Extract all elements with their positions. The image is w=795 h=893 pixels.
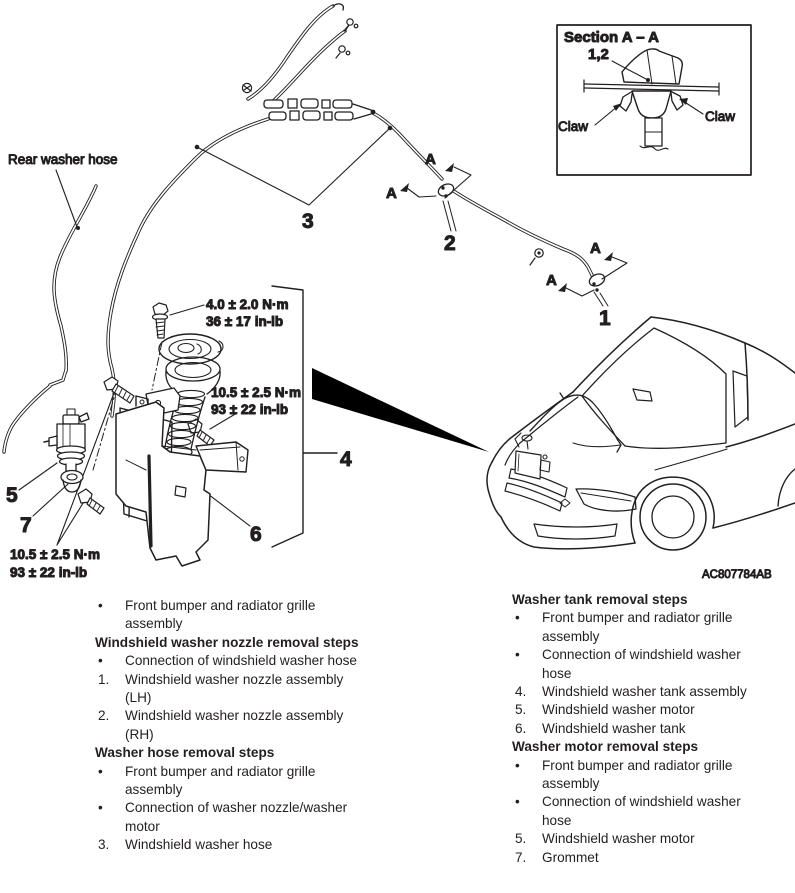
torque-spec-middle: 10.5 ± 2.5 N·m 93 ± 22 in-lb [211,385,302,418]
list-item: 3.Windshield washer hose [98,837,273,853]
list-item: •Connection of washer nozzle/washer moto… [98,800,348,834]
list-heading: Windshield washer nozzle removal steps [95,634,359,650]
list-heading: Washer motor removal steps [512,739,699,755]
list-item: •Front bumper and radiator grille assemb… [98,598,316,632]
grommet-drawing [60,469,84,493]
section-view-markers [400,163,628,297]
svg-text:93 ± 22 in-lb: 93 ± 22 in-lb [211,402,288,417]
tank-body [115,401,211,567]
nozzle-rh-drawing [437,183,457,232]
callout-3: 3 [302,210,314,233]
section-title: Section A – A [564,29,659,46]
callout-7: 7 [20,514,32,537]
list-item: •Front bumper and radiator grille assemb… [515,610,733,644]
hose-clip-icons [241,18,544,266]
callout-4: 4 [340,448,352,471]
list-item: 1.Windshield washer nozzle assembly (LH) [98,671,344,706]
tank-in-car [514,432,551,480]
list-heading: Washer tank removal steps [512,592,688,607]
list-item: 4.Windshield washer tank assembly [515,684,747,700]
nozzle-lh-drawing [588,273,609,307]
hose-junction [263,98,376,121]
svg-text:10.5 ± 2.5 N·m: 10.5 ± 2.5 N·m [10,547,100,562]
rear-washer-hose-label: Rear washer hose [8,152,118,167]
washer-tank-drawing [77,302,249,567]
svg-text:36 ± 17 in-lb: 36 ± 17 in-lb [206,314,283,329]
svg-text:93 ± 22 in-lb: 93 ± 22 in-lb [10,565,87,580]
bolt-icon [77,488,105,515]
tank-cap-icon [158,333,224,365]
list-item: 5.Windshield washer motor [515,702,695,718]
list-item: 2.Windshield washer nozzle assembly (RH) [98,708,344,742]
callout-5: 5 [6,484,18,507]
bolt-icon [151,302,169,339]
view-marker-a: A [546,272,557,289]
claw-left-label: Claw [558,119,588,134]
hose-in-car [529,392,622,453]
washer-system-diagram: Rear washer hose Section A – A 1,2 Claw … [2,3,795,582]
section-part-label: 1,2 [588,46,609,63]
list-item: 7.Grommet [515,849,599,865]
list-item: 6.Windshield washer tank [515,720,686,736]
washer-motor-drawing [43,408,90,476]
washer-hose-drawing [2,3,598,454]
svg-text:10.5 ± 2.5 N·m: 10.5 ± 2.5 N·m [211,385,301,400]
list-item: •Front bumper and radiator grille assemb… [98,763,316,798]
torque-spec-top: 4.0 ± 2.0 N·m 36 ± 17 in-lb [206,297,289,330]
assembly-bracket [271,285,338,548]
callout-2: 2 [444,232,456,255]
list-item: 5.Windshield washer motor [515,831,695,847]
bolt-icon [103,376,135,404]
callout-1: 1 [599,307,611,330]
callout-6: 6 [250,523,262,546]
car-illustration [486,316,795,551]
view-marker-a: A [425,151,436,168]
leader-lines [18,125,393,546]
list-item: •Front bumper and radiator grille assemb… [515,757,733,792]
right-instruction-column: Washer tank removal steps •Front bumper … [512,591,782,867]
figure-code: AC807784AB [702,569,772,581]
svg-text:4.0 ± 2.0 N·m: 4.0 ± 2.0 N·m [206,297,288,312]
view-marker-a: A [386,185,397,202]
claw-right-label: Claw [705,109,735,124]
view-marker-a: A [590,240,601,257]
torque-spec-bottom: 10.5 ± 2.5 N·m 93 ± 22 in-lb [10,547,101,581]
list-item: •Connection of windshield washer hose [515,794,741,828]
list-heading: Washer hose removal steps [95,745,275,761]
section-a-a-box [556,24,752,176]
list-item: •Connection of windshield washer hose [515,647,741,681]
list-item: •Connection of windshield washer hose [98,653,357,669]
left-instruction-column: •Front bumper and radiator grille assemb… [95,597,385,855]
pointer-arrow [312,368,489,452]
